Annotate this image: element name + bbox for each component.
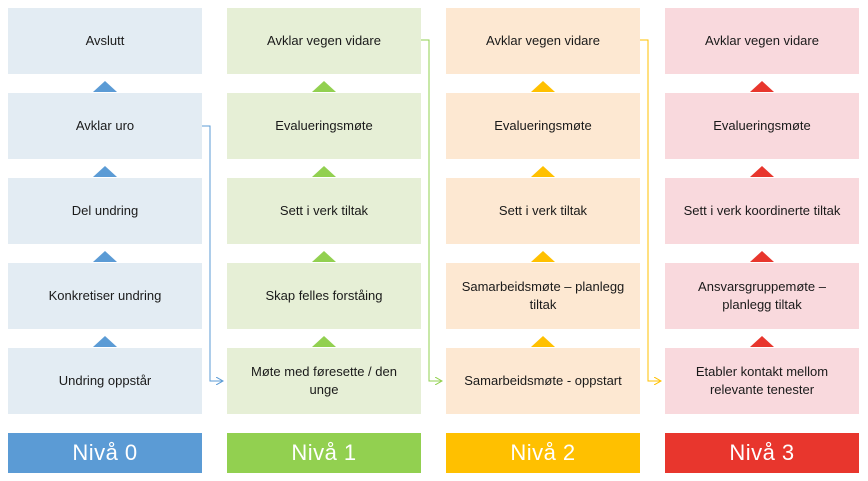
level-label-3: Nivå 3 [665,433,859,473]
step-samarbeidsmote-oppstart: Samarbeidsmøte - oppstart [446,348,640,414]
step-evalueringsmote: Evalueringsmøte [227,93,421,159]
up-arrow-icon [531,251,555,262]
connector-level1-to-level2 [421,39,441,381]
up-arrow-icon [750,81,774,92]
step-ansvarsgruppemote: Ansvarsgruppemøte – planlegg tiltak [665,263,859,329]
step-mote-med-foresette: Møte med føresette / den unge [227,348,421,414]
step-undring-oppstar: Undring oppstår [8,348,202,414]
up-arrow-icon [531,166,555,177]
step-konkretiser-undring: Konkretiser undring [8,263,202,329]
step-sett-i-verk-tiltak: Sett i verk tiltak [446,178,640,244]
step-etabler-kontakt: Etabler kontakt mellom relevante teneste… [665,348,859,414]
step-skap-felles-forstaing: Skap felles forståing [227,263,421,329]
up-arrow-icon [93,166,117,177]
step-avklar-vegen-vidare: Avklar vegen vidare [665,8,859,74]
step-evalueringsmote: Evalueringsmøte [446,93,640,159]
up-arrow-icon [312,81,336,92]
level-label-1: Nivå 1 [227,433,421,473]
up-arrow-icon [312,251,336,262]
up-arrow-icon [93,251,117,262]
connector-level2-to-level3 [640,39,660,381]
up-arrow-icon [531,336,555,347]
step-del-undring: Del undring [8,178,202,244]
step-avklar-uro: Avklar uro [8,93,202,159]
step-avklar-vegen-vidare: Avklar vegen vidare [446,8,640,74]
step-sett-i-verk-koordinerte-tiltak: Sett i verk koordinerte tiltak [665,178,859,244]
level-label-2: Nivå 2 [446,433,640,473]
up-arrow-icon [93,81,117,92]
step-sett-i-verk-tiltak: Sett i verk tiltak [227,178,421,244]
up-arrow-icon [750,336,774,347]
step-avklar-vegen-vidare: Avklar vegen vidare [227,8,421,74]
up-arrow-icon [93,336,117,347]
up-arrow-icon [312,166,336,177]
up-arrow-icon [312,336,336,347]
up-arrow-icon [750,251,774,262]
connector-level0-to-level1 [202,125,222,381]
up-arrow-icon [531,81,555,92]
step-avslutt: Avslutt [8,8,202,74]
step-samarbeidsmote-planlegg: Samarbeidsmøte – planlegg tiltak [446,263,640,329]
up-arrow-icon [750,166,774,177]
level-label-0: Nivå 0 [8,433,202,473]
step-evalueringsmote: Evalueringsmøte [665,93,859,159]
